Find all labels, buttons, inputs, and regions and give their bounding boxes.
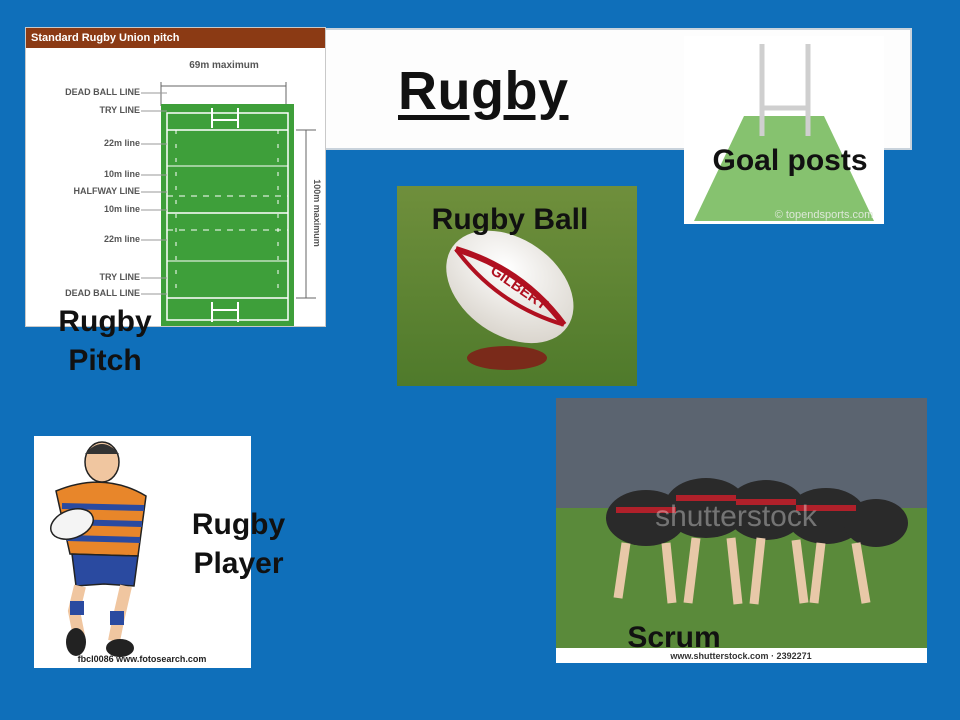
rugby-ball-photo: GILBERT (397, 186, 637, 386)
pitch-line-label: 22m line (103, 234, 140, 244)
pitch-line-label: 10m line (103, 204, 140, 214)
pitch-line-label: HALFWAY LINE (73, 186, 140, 196)
pitch-caption: Rugby Pitch (40, 302, 170, 380)
pitch-diagram: Standard Rugby Union pitch 69m maximum 1… (25, 27, 326, 327)
pitch-line-label: TRY LINE (99, 272, 140, 282)
scrum-credit: www.shutterstock.com · 2392271 (669, 651, 811, 661)
pitch-line-label: DEAD BALL LINE (65, 87, 140, 97)
pitch-caption-line: Rugby (58, 305, 152, 338)
pitch-line-label: 10m line (103, 169, 140, 179)
pitch-length-label: 100m maximum (312, 179, 322, 247)
scrum-photo: shutterstock www.shutterstock.com · 2392… (556, 398, 927, 663)
pitch-diagram-header: Standard Rugby Union pitch (26, 28, 325, 48)
goal-posts-image: © topendsports.com (684, 36, 884, 224)
pitch-drawing: 69m maximum 100m maximum (141, 60, 322, 326)
scrum-watermark: shutterstock (655, 500, 818, 533)
slide-title: Rugby (398, 61, 569, 121)
pitch-line-label: DEAD BALL LINE (65, 288, 140, 298)
rugby-player-illustration: fbcl0086 www.fotosearch.com (34, 436, 251, 668)
rugby-ball-caption: Rugby Ball (431, 203, 589, 236)
player-caption-line: Player (193, 547, 284, 580)
pitch-caption-line: Pitch (68, 344, 142, 377)
goal-posts-caption: Goal posts (712, 144, 868, 177)
rugby-player-caption: Rugby Player (166, 505, 311, 583)
pitch-line-label: 22m line (103, 138, 140, 148)
player-caption-line: Rugby (191, 508, 286, 541)
player-credit: fbcl0086 www.fotosearch.com (78, 654, 207, 664)
scrum-caption: Scrum (627, 621, 721, 654)
pitch-line-label: TRY LINE (99, 105, 140, 115)
pitch-width-label: 69m maximum (189, 60, 259, 71)
goal-posts-watermark: © topendsports.com (775, 209, 874, 221)
